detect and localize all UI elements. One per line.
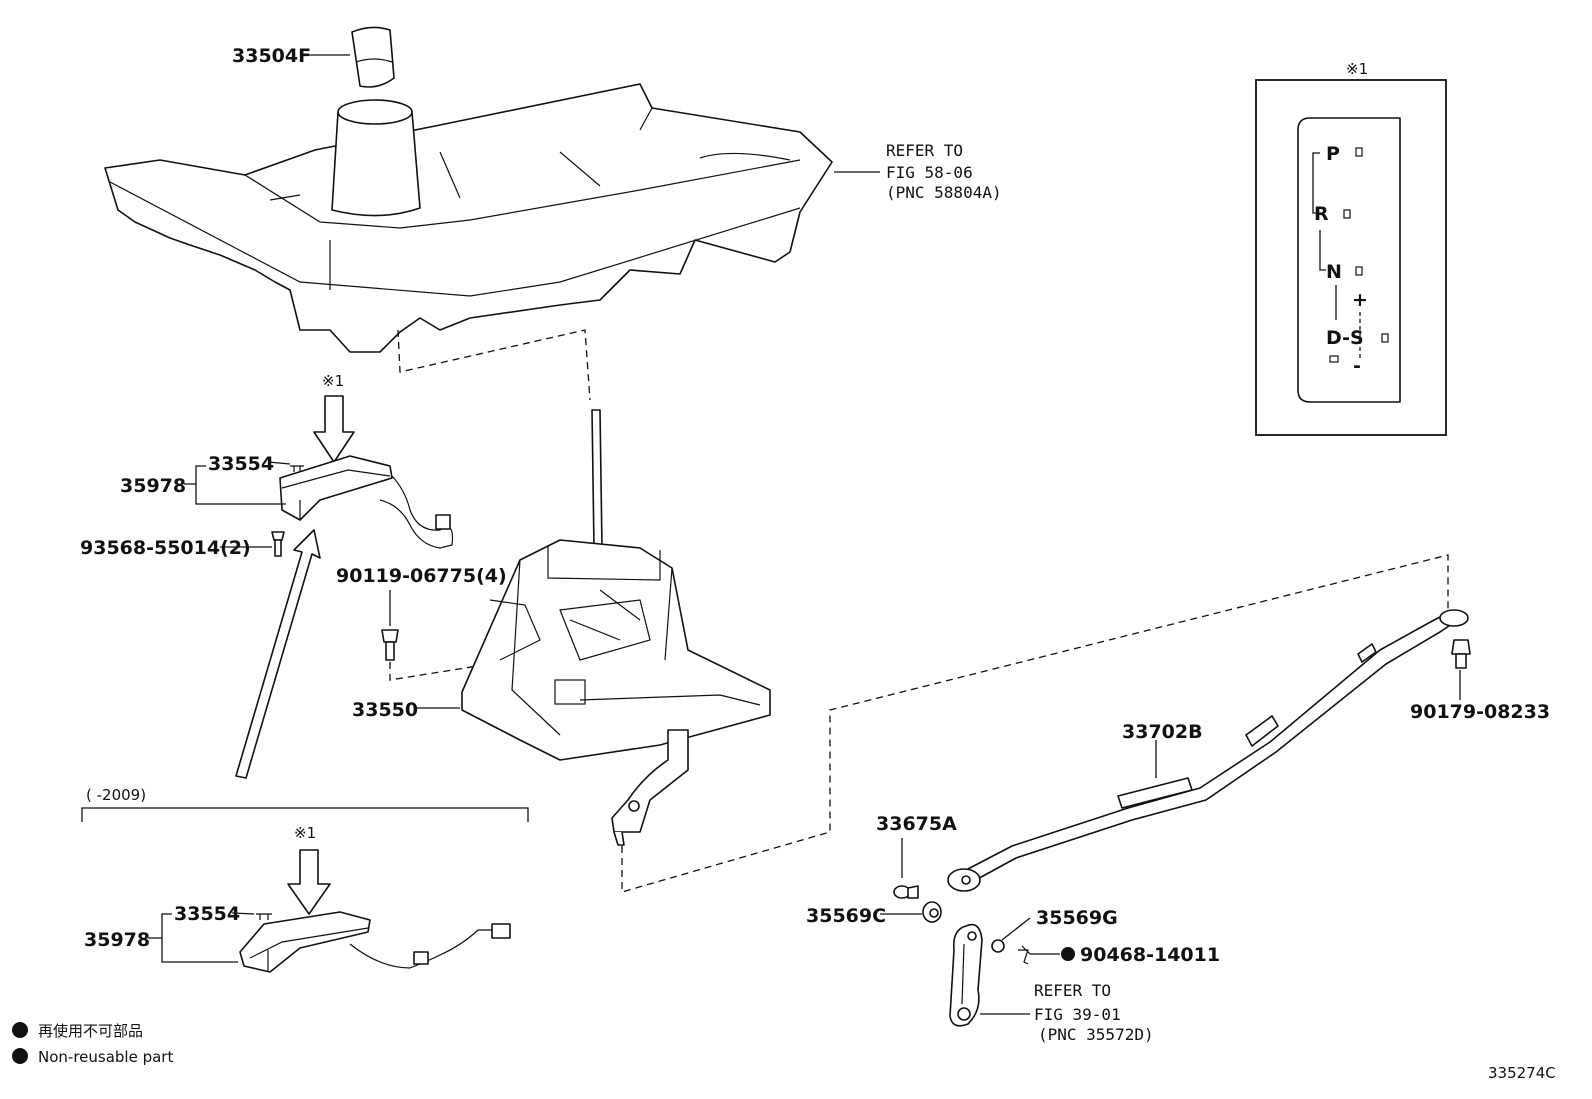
- note-mark-top: ※1: [1346, 60, 1368, 78]
- down-arrow-lower-icon: [287, 849, 331, 915]
- label-nut-right: 90179-08233: [1410, 701, 1550, 723]
- legend-en: Non-reusable part: [38, 1048, 173, 1066]
- gear-minus: -: [1353, 355, 1361, 377]
- label-indicator-lower: 33554: [174, 903, 240, 925]
- indicator-lamp-icons: [1329, 147, 1389, 363]
- label-screw: 93568-55014(2): [80, 537, 251, 559]
- label-indicator-upper: 33554: [208, 453, 274, 475]
- bolt-icon: [381, 629, 399, 661]
- shift-position-indicator-plate: [1255, 79, 1447, 436]
- label-shift-assembly: 33550: [352, 699, 418, 721]
- lever-ref-line1: REFER TO: [1034, 981, 1111, 1000]
- legend-mark-en-icon: [12, 1048, 28, 1064]
- lower-indicator-unit: [239, 911, 511, 973]
- console-panel: [104, 83, 833, 353]
- label-bushing-right: 35569G: [1036, 907, 1118, 929]
- shift-lever-assembly: [461, 409, 771, 846]
- console-ref-line2: FIG 58-06: [886, 163, 973, 182]
- cotter-pin-icon: [1018, 945, 1031, 965]
- year-range: ( -2009): [86, 786, 146, 804]
- gear-p: P: [1326, 143, 1340, 165]
- non-reusable-mark-icon: [1061, 947, 1075, 961]
- figure-id: 335274C: [1488, 1064, 1556, 1082]
- lever-ref-line3: (PNC 35572D): [1038, 1025, 1154, 1044]
- nut-icon: [1451, 639, 1471, 669]
- up-arrow-icon: [235, 529, 321, 779]
- legend-jp: 再使用不可部品: [38, 1022, 143, 1040]
- screw-icon: [271, 531, 285, 557]
- legend-mark-jp-icon: [12, 1022, 28, 1038]
- label-bolt: 90119-06775(4): [336, 565, 507, 587]
- bushing-left-icon: [922, 901, 942, 923]
- console-ref-line3: (PNC 58804A): [886, 183, 1002, 202]
- transmission-control-cable: [947, 609, 1469, 892]
- gear-n: N: [1326, 261, 1342, 283]
- note-mark-left: ※1: [322, 372, 344, 390]
- transmission-lever: [949, 923, 983, 1027]
- clip-pin-icon: [893, 885, 919, 899]
- shift-knob: [351, 26, 395, 88]
- upper-indicator-unit: [279, 455, 454, 549]
- label-clip: 33675A: [876, 813, 957, 835]
- label-indicator-upper-group: 35978: [120, 475, 186, 497]
- label-cable: 33702B: [1122, 721, 1203, 743]
- label-bushing-left: 35569C: [806, 905, 886, 927]
- gear-d-s: D-S: [1326, 327, 1364, 349]
- label-knob: 33504F: [232, 45, 311, 67]
- down-arrow-icon: [313, 395, 355, 463]
- label-indicator-lower-group: 35978: [84, 929, 150, 951]
- year-range-bracket: [81, 807, 529, 822]
- gear-plus: +: [1352, 289, 1368, 311]
- bushing-right-icon: [991, 939, 1005, 953]
- clip-lower-icon: [256, 913, 272, 920]
- clip-icon: [290, 465, 304, 472]
- gear-r: R: [1314, 203, 1329, 225]
- label-pin: 90468-14011: [1080, 944, 1220, 966]
- console-ref-line1: REFER TO: [886, 141, 963, 160]
- lever-ref-line2: FIG 39-01: [1034, 1005, 1121, 1024]
- note-mark-bottom: ※1: [294, 824, 316, 842]
